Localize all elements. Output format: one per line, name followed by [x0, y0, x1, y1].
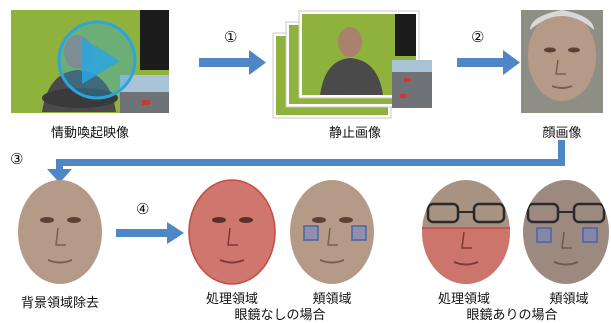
play-icon[interactable] [57, 20, 137, 100]
arrow-step-4 [116, 222, 184, 244]
processing-region-face-with-glasses [422, 180, 510, 284]
with-glasses-caption: 眼鏡ありの場合 [466, 308, 558, 323]
cheek-region-label-glasses: 頬領域 [549, 292, 589, 307]
no-glasses-caption: 眼鏡なしの場合 [234, 308, 326, 323]
processing-region-label-glasses: 処理領域 [437, 292, 490, 307]
step-3-number: ③ [10, 150, 24, 168]
background-removed-face [18, 180, 102, 284]
emotion-video-label: 情動喚起映像 [50, 126, 129, 141]
arrow-step-3 [47, 140, 565, 183]
face-image [521, 10, 603, 113]
background-removal-label: 背景領域除去 [20, 296, 99, 311]
step-2-number: ② [471, 28, 485, 46]
step-4-number: ④ [136, 200, 150, 218]
cheek-region-face-with-glasses [523, 180, 609, 284]
face-image-label: 顔画像 [542, 126, 582, 141]
cheek-region-label: 頬領域 [312, 292, 352, 307]
processing-region-label: 処理領域 [205, 292, 258, 307]
arrow-step-2 [457, 50, 520, 75]
arrow-step-1 [199, 50, 266, 75]
still-image-stack [272, 10, 432, 119]
processing-region-face-no-glasses [188, 179, 276, 285]
step-1-number: ① [224, 28, 238, 46]
still-image-label: 静止画像 [328, 126, 381, 141]
cheek-region-face-no-glasses [290, 180, 374, 284]
